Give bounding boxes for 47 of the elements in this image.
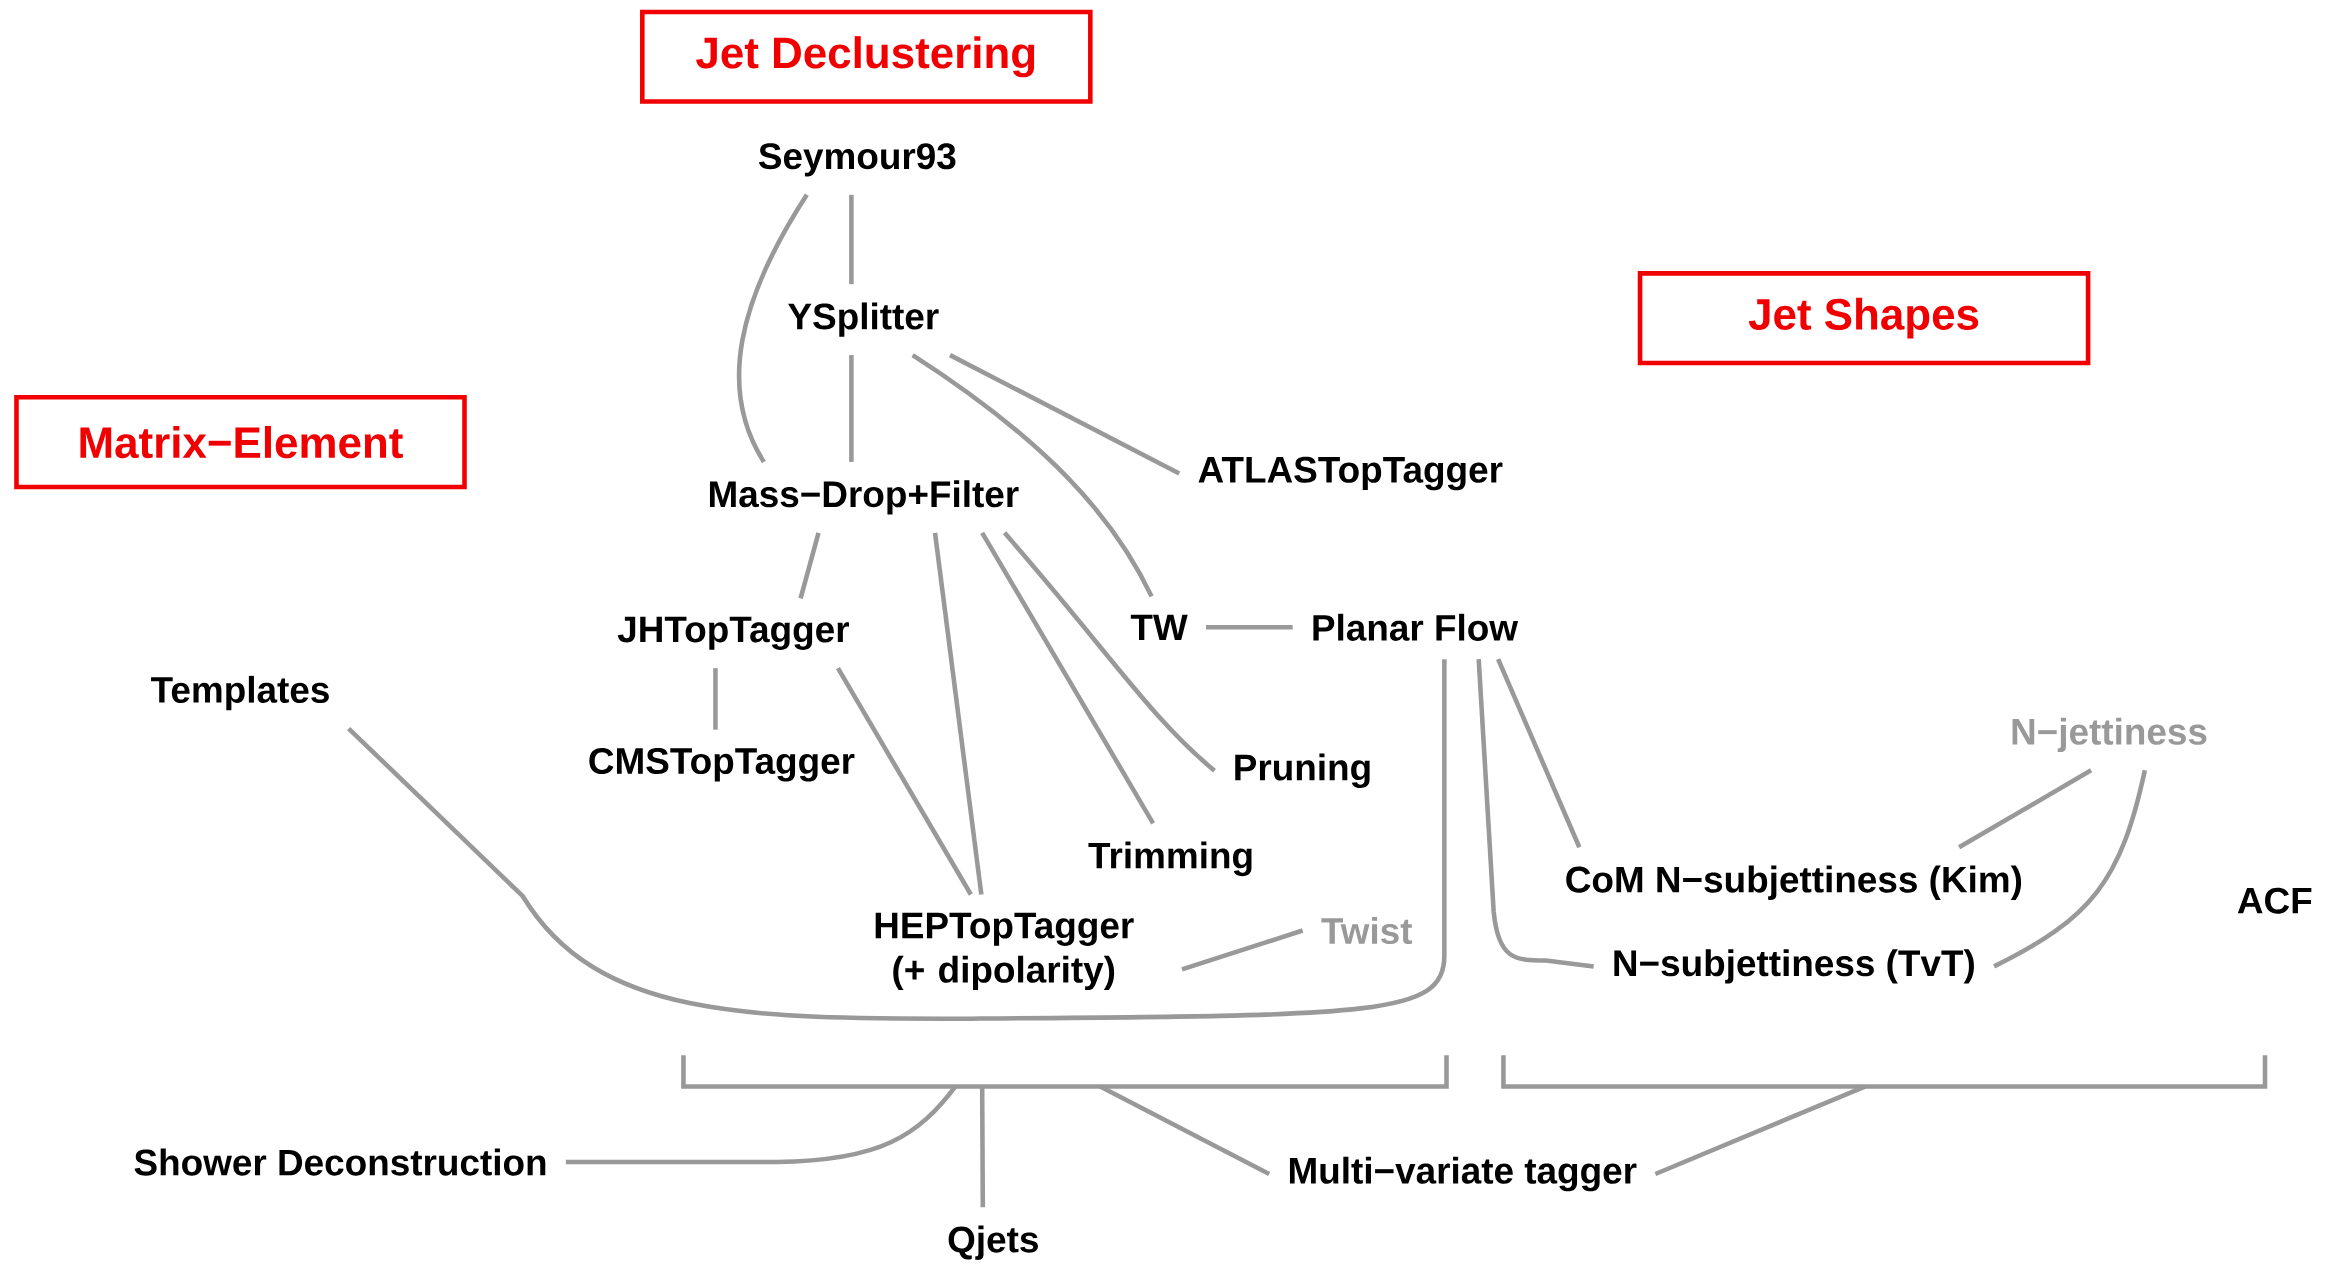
algorithm-label: Planar Flow [1313, 613, 1519, 641]
connector-line [1181, 928, 1304, 972]
category-box: Jet Declustering [640, 9, 1093, 104]
algorithm-label: Multi−variate tagger [1289, 1156, 1637, 1192]
bracket [1501, 1055, 2268, 1089]
connector-line [1654, 1084, 1866, 1177]
algorithm-label: Qjets [948, 1225, 1038, 1260]
algorithm-label: Templates [151, 675, 329, 711]
connector-line [1496, 658, 1582, 849]
connector-line [1957, 768, 2093, 850]
category-box: Jet Shapes [1637, 271, 2091, 366]
algorithm-label: JHTopTagger [617, 616, 849, 650]
algorithm-label: HEPTopTagger (+ dipolarity) [875, 912, 1134, 991]
connector-line [849, 194, 854, 285]
algorithm-label: Shower Deconstruction [134, 1148, 546, 1176]
connector-line [948, 353, 1181, 476]
algorithm-label: Twist [1321, 916, 1413, 945]
connector-line [980, 531, 1156, 825]
connector-line [979, 1086, 986, 1208]
connector-line [736, 193, 809, 463]
connector-line [713, 668, 718, 730]
algorithm-label: N−subjettiness (TvT) [1614, 949, 1974, 984]
connector-line [565, 1085, 958, 1165]
algorithm-label: CoM N−subjettiness (Kim) [1566, 865, 2022, 900]
connector-line [1206, 625, 1293, 630]
algorithm-label: Trimming [1088, 841, 1252, 877]
connector-line [1476, 658, 1594, 969]
algorithm-label: N−jettiness [2012, 717, 2207, 753]
algorithm-label: TW [1130, 614, 1188, 640]
connector-line [911, 353, 1154, 598]
algorithm-label: ACF [2237, 887, 2312, 914]
connector-line [1002, 531, 1216, 773]
algorithm-label: ATLASTopTagger [1198, 456, 1503, 491]
algorithm-label: CMSTopTagger [589, 747, 855, 782]
category-box: Matrix−Element [14, 395, 467, 490]
algorithm-label: Mass−Drop+Filter [709, 480, 1019, 515]
connector-line [849, 355, 854, 462]
connector-line [1099, 1084, 1271, 1176]
connector-line [835, 667, 973, 896]
connector-line [1993, 769, 2148, 969]
algorithm-label: YSplitter [788, 302, 939, 337]
connector-line [798, 532, 821, 599]
connector-line [347, 659, 1447, 1021]
algorithm-label: Seymour93 [758, 143, 956, 177]
bracket [681, 1055, 1449, 1089]
algorithm-label: Pruning [1235, 753, 1370, 788]
connector-line [932, 532, 984, 895]
